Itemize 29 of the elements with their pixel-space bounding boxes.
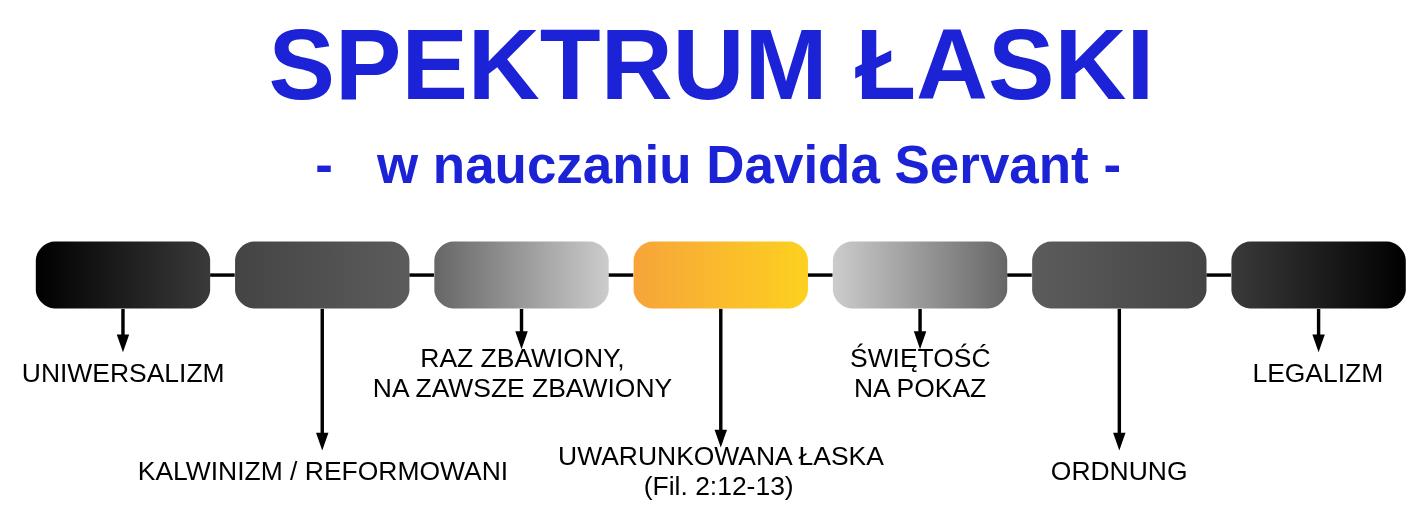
node-box <box>832 241 1007 309</box>
node-text: UNIWERSALIZM <box>21 357 225 388</box>
node-box <box>1031 241 1206 309</box>
arrow <box>514 309 528 350</box>
diagram-title: SPEKTRUM ŁASKI <box>268 8 1154 120</box>
connector <box>807 273 832 277</box>
connector <box>1206 273 1231 277</box>
node-text: ORDNUNG <box>1050 455 1187 486</box>
arrow <box>913 309 926 350</box>
arrow <box>714 308 727 448</box>
arrow <box>315 308 328 451</box>
node-box <box>1230 241 1406 309</box>
connector <box>608 273 633 277</box>
node-box <box>35 241 210 309</box>
node-text: KALWINIZM / REFORMOWANI <box>137 455 508 486</box>
node-box <box>633 241 808 309</box>
connector <box>408 273 434 277</box>
label: - w nauczaniu Davida Servant - <box>314 134 1121 194</box>
arrow <box>1311 309 1325 353</box>
node-text: UWARUNKOWANA ŁASKA (Fil. 2:12-13) <box>557 441 884 501</box>
arrow <box>116 309 129 353</box>
node-text: LEGALIZM <box>1251 357 1383 388</box>
node-text: ŚWIĘTOŚĆ NA POKAZ <box>849 343 991 403</box>
node-text: RAZ ZBAWIONY, NA ZAWSZE ZBAWIONY <box>372 343 672 403</box>
node-box <box>234 241 409 309</box>
connector <box>209 273 235 277</box>
node-box <box>433 241 609 309</box>
arrow <box>1112 308 1126 451</box>
connector <box>1006 273 1032 277</box>
